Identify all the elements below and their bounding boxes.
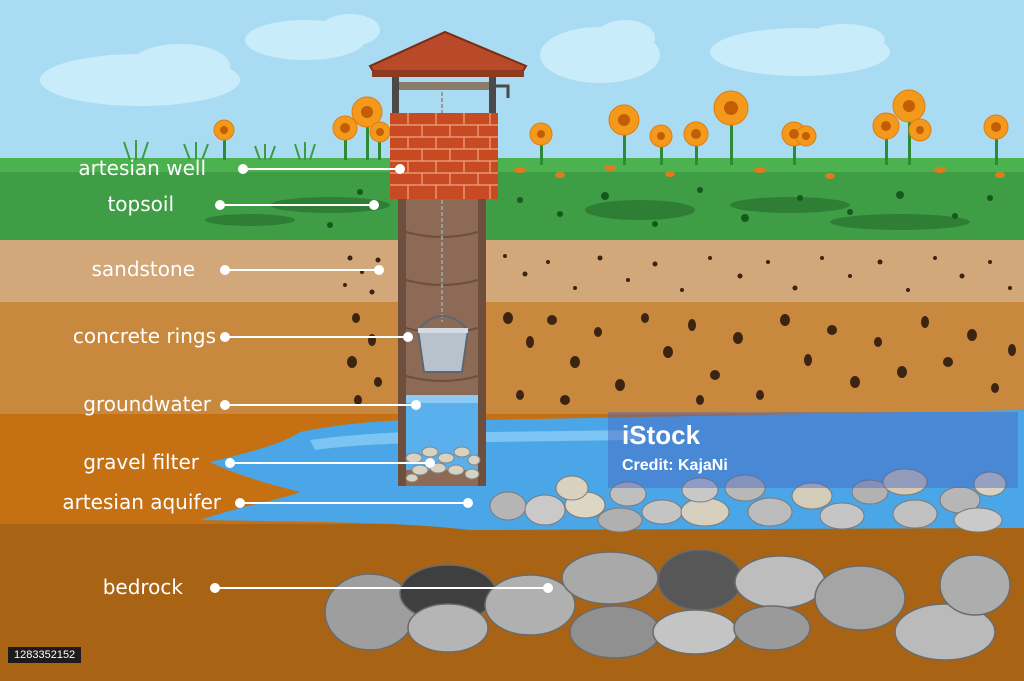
label-artesian-well: artesian well bbox=[78, 156, 206, 180]
grass-patches bbox=[205, 197, 970, 230]
grass-tufts bbox=[123, 140, 316, 161]
label-topsoil: topsoil bbox=[107, 192, 174, 216]
label-gravel-filter: gravel filter bbox=[83, 450, 199, 474]
label-artesian-aquifer: artesian aquifer bbox=[62, 490, 221, 514]
clouds bbox=[40, 14, 890, 106]
watermark-logo: iStock bbox=[622, 420, 701, 450]
well-head bbox=[368, 30, 528, 199]
bucket bbox=[416, 315, 470, 373]
watermark: iStock Credit: KajaNi bbox=[608, 412, 1018, 488]
sandstone-layer bbox=[0, 240, 1024, 302]
label-sandstone: sandstone bbox=[91, 257, 195, 281]
callout-lines bbox=[210, 164, 553, 593]
label-bedrock: bedrock bbox=[102, 575, 183, 599]
grass-dots bbox=[327, 187, 993, 228]
flowers bbox=[213, 89, 1009, 165]
watermark-credit: Credit: KajaNi bbox=[622, 457, 728, 474]
clay-pebbles bbox=[347, 312, 1016, 405]
image-id-tag: 1283352152 bbox=[8, 647, 82, 663]
gravel-filter-stones bbox=[405, 446, 481, 483]
fallen-leaves bbox=[514, 165, 1005, 179]
label-concrete-rings: concrete rings bbox=[72, 324, 216, 348]
sandstone-speckles bbox=[343, 254, 1012, 295]
aquifer-stones bbox=[489, 468, 1007, 533]
label-groundwater: groundwater bbox=[83, 392, 211, 416]
